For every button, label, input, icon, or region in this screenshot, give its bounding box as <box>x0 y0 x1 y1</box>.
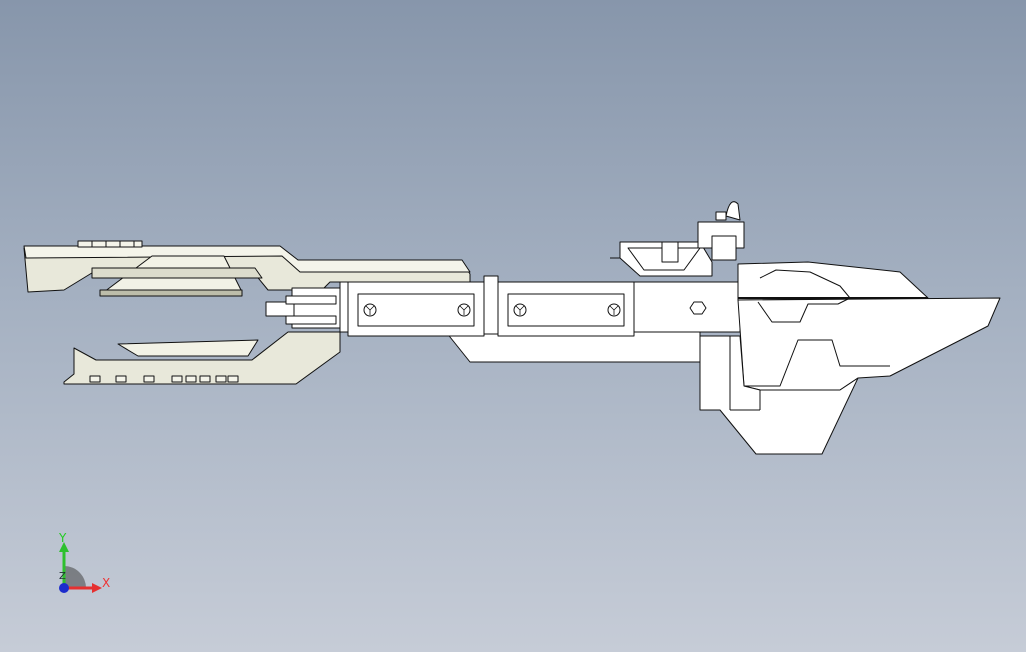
connector-rod <box>265 301 295 317</box>
triad-x-label: X <box>102 576 111 590</box>
sensor-dome <box>725 201 741 221</box>
plate-joint <box>483 275 499 335</box>
front-keel <box>699 335 859 455</box>
upper-inner-rails <box>91 267 263 279</box>
lower-trapezoid-block <box>117 339 259 357</box>
front-lower-nose <box>737 297 1001 391</box>
upper-arm-top-face <box>23 245 471 273</box>
lower-arm-slots <box>89 375 239 383</box>
lower-rear-arm <box>63 331 341 385</box>
triad-z-label: Z <box>59 571 66 582</box>
upper-arm-bolt-strip <box>77 240 143 248</box>
triad-z-arc <box>64 566 86 588</box>
plate-left <box>357 293 475 327</box>
plate-right <box>507 293 625 327</box>
triad-z-axis <box>59 583 69 593</box>
upper-rail <box>99 289 243 297</box>
hex-nut <box>689 301 707 315</box>
coordinate-triad-icon <box>59 542 102 593</box>
triad-y-label: Y <box>59 531 67 545</box>
front-upper-nose <box>737 261 929 301</box>
